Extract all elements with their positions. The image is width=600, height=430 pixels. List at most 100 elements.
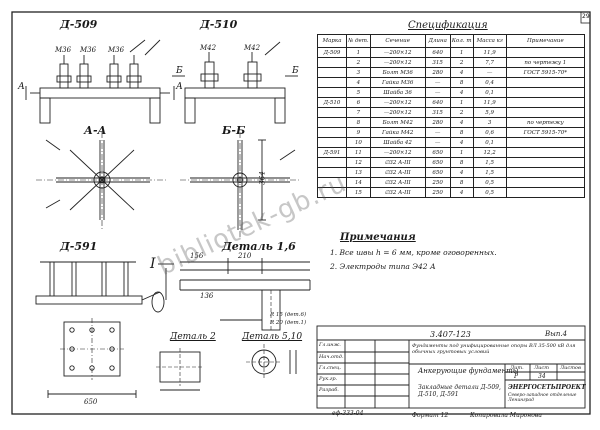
spec-cell: ∅32 А-III: [369, 157, 426, 168]
spec-header-cell: Марка: [317, 34, 347, 48]
spec-cell: 1: [449, 147, 474, 158]
spec-cell: 640: [424, 47, 451, 58]
spec-cell: 7: [346, 107, 371, 118]
view-title-detail2: Деталь 2: [170, 332, 216, 342]
view-title-detail16: Деталь 1,6: [222, 240, 296, 253]
dim-m42-2: М42: [244, 44, 261, 52]
spec-cell: —: [424, 137, 451, 148]
title-block-lines: [316, 325, 586, 409]
dim-r20: R 20 (дет.1): [270, 320, 307, 326]
dim-156: 156: [190, 252, 204, 260]
spec-cell: 250: [424, 187, 451, 198]
spec-cell: [317, 87, 347, 98]
spec-cell: 8: [449, 77, 474, 88]
spec-cell: 12: [346, 157, 371, 168]
spec-cell: 650: [424, 147, 451, 158]
spec-cell: ГОСТ 5915-70*: [505, 127, 586, 138]
dim-m42-1: М42: [200, 44, 217, 52]
spec-cell: 1: [346, 47, 371, 58]
tb-person: Разраб.: [319, 387, 339, 393]
spec-cell: Д-591: [317, 147, 347, 158]
spec-cell: Болт М36: [369, 67, 426, 78]
spec-cell: по чертежу: [505, 117, 586, 128]
spec-cell: [505, 187, 586, 198]
spec-cell: 11,9: [472, 97, 507, 108]
spec-cell: —: [472, 67, 507, 78]
spec-cell: [317, 187, 347, 198]
page-number: 29: [582, 13, 590, 20]
d591-view: [35, 261, 161, 398]
spec-cell: 4: [449, 187, 474, 198]
spec-cell: 0,6: [472, 127, 507, 138]
tb-description: Фундаменты под унифицированные опоры ВЛ …: [412, 343, 576, 355]
spec-cell: 4: [449, 117, 474, 128]
spec-cell: 1: [449, 47, 474, 58]
spec-cell: 650: [424, 167, 451, 178]
spec-cell: [317, 77, 347, 88]
spec-cell: 11: [346, 147, 371, 158]
spec-header-cell: Масса кг: [472, 34, 507, 48]
spec-cell: 14: [346, 177, 371, 188]
detail-510: [246, 344, 297, 380]
spec-cell: по чертежу 1: [505, 57, 586, 68]
spec-cell: —200×12: [369, 97, 426, 108]
dim-m36-3: М36: [108, 46, 125, 54]
spec-cell: [317, 127, 347, 138]
spec-cell: Д-509: [317, 47, 347, 58]
spec-cell: —200×12: [369, 47, 426, 58]
spec-cell: 315: [424, 57, 451, 68]
spec-cell: ∅32 А-III: [369, 177, 426, 188]
spec-cell: —: [424, 87, 451, 98]
dim-r15: R 15 (дет.6): [270, 312, 307, 318]
spec-cell: —200×12: [369, 107, 426, 118]
tb-subject: Анкерующие фундаменты: [418, 367, 519, 375]
spec-cell: [317, 107, 347, 118]
tb-sheets-label: Листов: [560, 365, 581, 371]
tb-sheet-name: Закладные детали Д-509, Д-510, Д-591: [418, 384, 501, 398]
spec-cell: Д-510: [317, 97, 347, 108]
spec-cell: [505, 177, 586, 188]
spec-cell: Шайба 36: [369, 87, 426, 98]
spec-cell: 4: [449, 67, 474, 78]
d509-view: [25, 39, 175, 124]
spec-cell: 280: [424, 117, 451, 128]
spec-cell: 12,2: [472, 147, 507, 158]
spec-cell: 0,5: [472, 187, 507, 198]
spec-cell: —: [424, 77, 451, 88]
spec-cell: 8: [449, 127, 474, 138]
tb-sheet-label: Лист: [534, 365, 549, 371]
dim-364: 364: [258, 171, 267, 185]
spec-header-cell: Длина: [424, 34, 451, 48]
note-item: 1. Все швы h = 6 мм, кроме оговоренных.: [330, 248, 497, 257]
spec-cell: 9: [346, 127, 371, 138]
spec-cell: 10: [346, 137, 371, 148]
tb-stage: Р: [514, 373, 519, 380]
spec-cell: 0,1: [472, 137, 507, 148]
spec-cell: [505, 167, 586, 178]
view-title-d591: Д-591: [60, 240, 98, 253]
spec-cell: 11,9: [472, 47, 507, 58]
section-bb: [180, 132, 300, 238]
detail-2: [156, 348, 204, 391]
spec-title: Спецификация: [408, 20, 488, 31]
spec-table: Марка № дет. Сечение Длина Кол. т Масса …: [317, 34, 586, 198]
tb-issue: Вып.4: [545, 330, 568, 338]
dim-m36-1: М36: [55, 46, 72, 54]
spec-header-row: Марка № дет. Сечение Длина Кол. т Масса …: [317, 34, 586, 48]
spec-cell: [505, 97, 586, 108]
spec-cell: Болт М42: [369, 117, 426, 128]
cut-b-right: Б: [292, 66, 299, 76]
notes-title: Примечания: [340, 232, 416, 243]
spec-header-cell: № дет.: [346, 34, 371, 48]
dim-650: 650: [84, 398, 98, 406]
d510-view: [172, 41, 298, 124]
